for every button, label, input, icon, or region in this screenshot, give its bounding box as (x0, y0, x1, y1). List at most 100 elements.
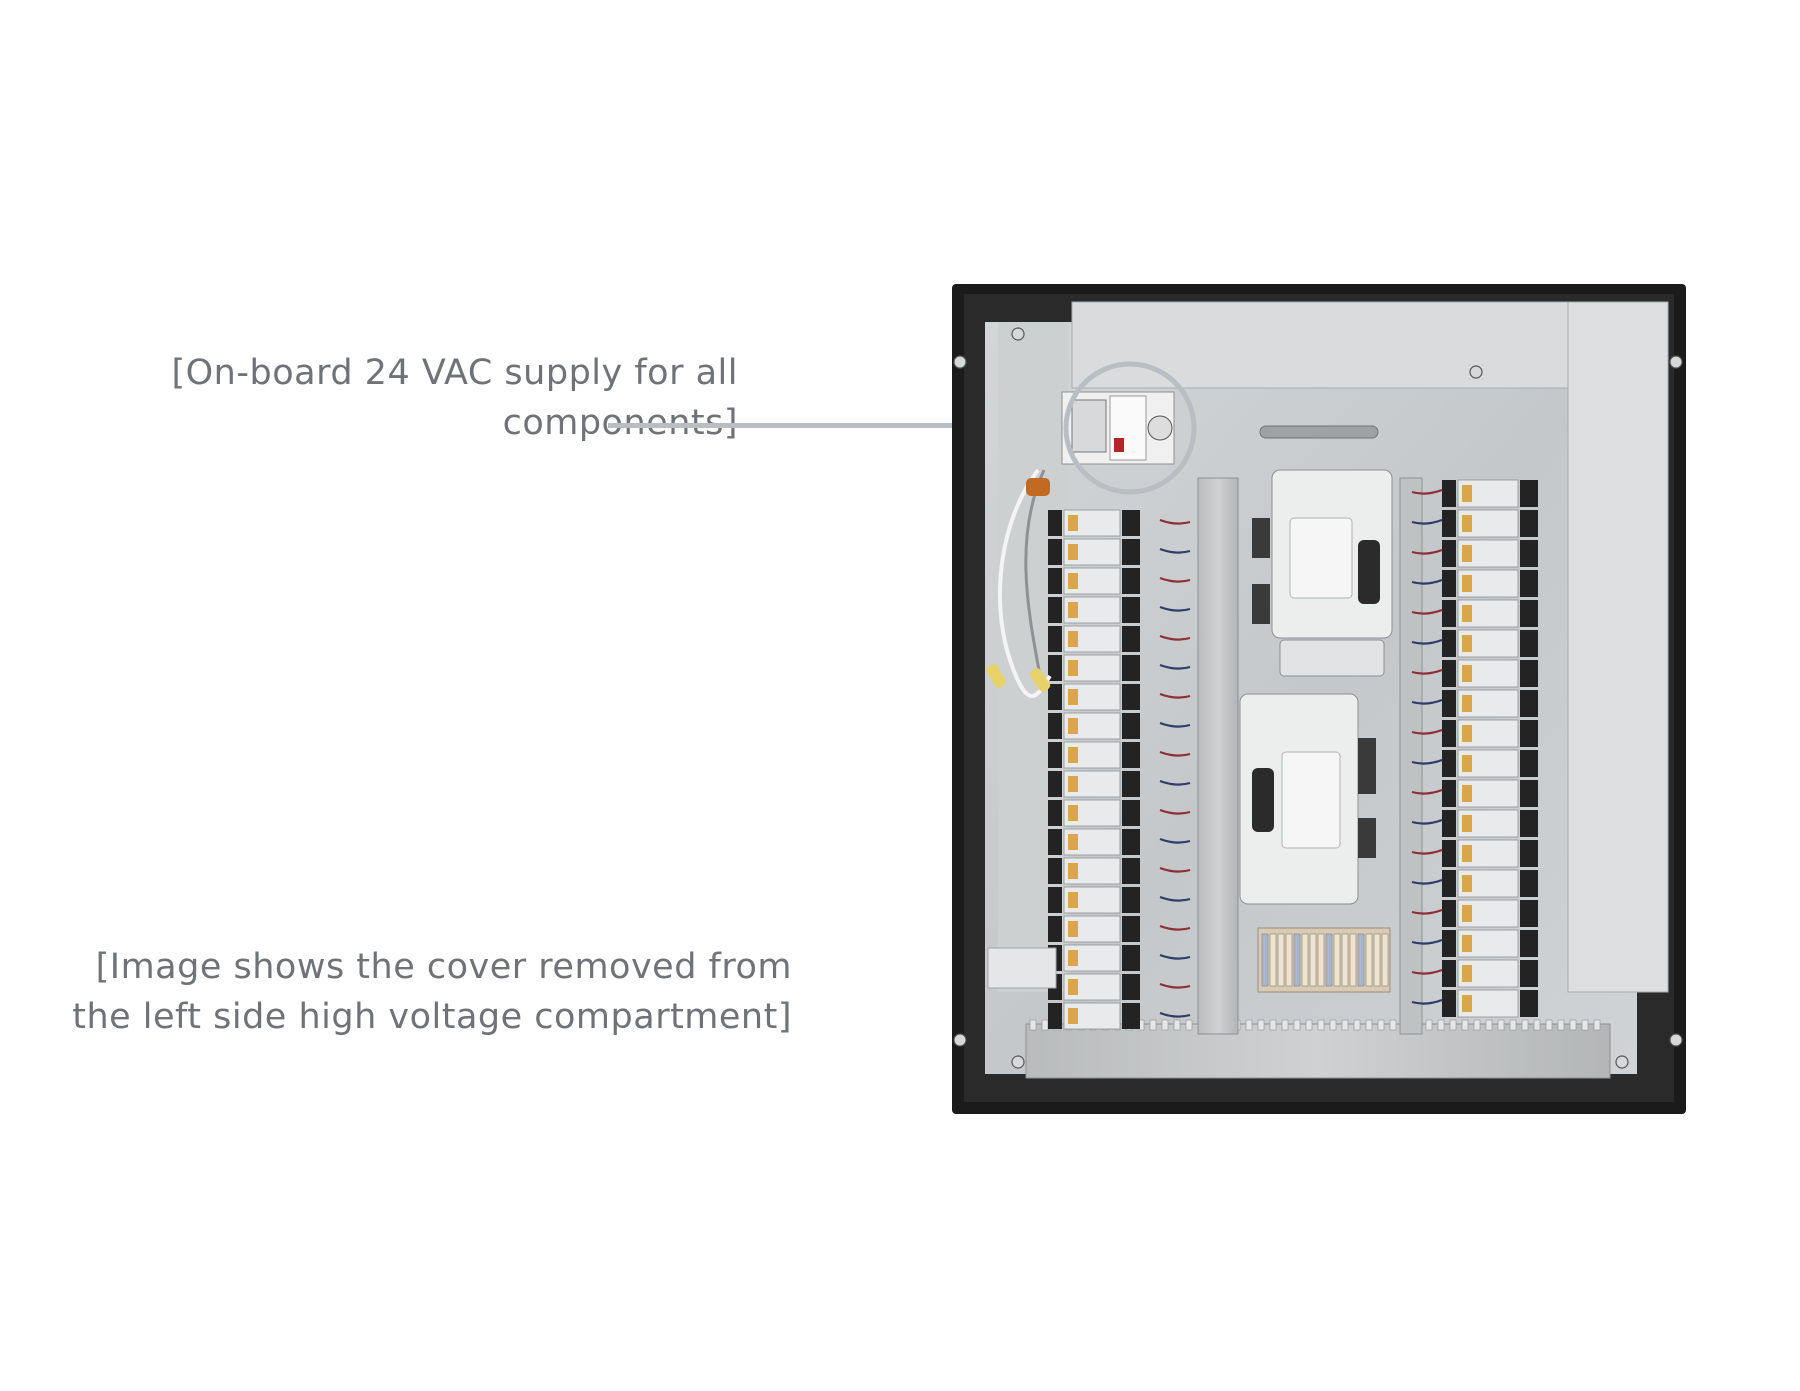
wire (1411, 968, 1443, 975)
top-channel-right-leg (1567, 301, 1669, 993)
wireway-tooth (1389, 1019, 1397, 1031)
wire (1411, 758, 1443, 765)
terminal (1357, 933, 1365, 987)
terminal (1317, 933, 1325, 987)
relay-wiring-left (1159, 518, 1191, 1018)
wire (1159, 808, 1191, 815)
wire (1411, 818, 1443, 825)
wire (1411, 488, 1443, 495)
wireway-tooth (1341, 1019, 1349, 1031)
relay (1442, 689, 1538, 718)
relay (1442, 569, 1538, 598)
wire (1411, 548, 1443, 555)
terminal (1309, 933, 1317, 987)
wire (1159, 982, 1191, 989)
terminal (1325, 933, 1333, 987)
terminal (1293, 933, 1301, 987)
screw (1669, 1033, 1683, 1047)
wireway-tooth (1581, 1019, 1589, 1031)
relay (1048, 886, 1140, 914)
wireway-tooth (1293, 1019, 1301, 1031)
wire (1411, 668, 1443, 675)
cover-caption-line-2: the left side high voltage compartment] (72, 997, 792, 1037)
bottom-wireway-teeth (1029, 1019, 1601, 1031)
right-wireway (1399, 477, 1423, 1035)
controller-module-lower (1239, 693, 1376, 905)
wireway-tooth (1533, 1019, 1541, 1031)
wireway-tooth (1485, 1019, 1493, 1031)
relay (1048, 915, 1140, 943)
wireway-tooth (1545, 1019, 1553, 1031)
relay (1442, 749, 1538, 778)
relay (1442, 869, 1538, 898)
wire (1159, 1011, 1191, 1018)
relay (1048, 712, 1140, 740)
terminal (1349, 933, 1357, 987)
mounting-slot (1259, 425, 1379, 439)
wireway-tooth (1041, 1019, 1049, 1031)
callout-circle (1063, 361, 1197, 495)
wireway-tooth (1281, 1019, 1289, 1031)
wireway-tooth (1377, 1019, 1385, 1031)
wire (1159, 837, 1191, 844)
wireway-tooth (1149, 1019, 1157, 1031)
bracket-bottom-left (987, 947, 1057, 989)
wireway-tooth (1557, 1019, 1565, 1031)
cover-caption: [Image shows the cover removed from the … (72, 942, 792, 1042)
wireway-tooth (1173, 1019, 1181, 1031)
wireway-tooth (1449, 1019, 1457, 1031)
relay (1048, 973, 1140, 1001)
screw (1469, 365, 1483, 379)
wire (1159, 895, 1191, 902)
relay (1442, 959, 1538, 988)
terminal (1301, 933, 1309, 987)
relay (1048, 944, 1140, 972)
relay (1048, 741, 1140, 769)
relay (1048, 625, 1140, 653)
wireway-tooth (1305, 1019, 1313, 1031)
terminal-block (1257, 927, 1391, 993)
relay (1442, 599, 1538, 628)
relay (1442, 989, 1538, 1018)
wire (1159, 750, 1191, 757)
wire (1159, 605, 1191, 612)
top-channel (1071, 301, 1569, 389)
wireway-tooth (1269, 1019, 1277, 1031)
wireway-tooth (1353, 1019, 1361, 1031)
wire (1159, 576, 1191, 583)
wire (1159, 779, 1191, 786)
relay (1442, 899, 1538, 928)
relay (1048, 538, 1140, 566)
pigtail-wire-white (997, 468, 1052, 698)
screw (1011, 1055, 1025, 1069)
relay (1048, 799, 1140, 827)
cover-caption-line-1: [Image shows the cover removed from (95, 947, 792, 987)
relay (1048, 654, 1140, 682)
callout-line (608, 423, 998, 428)
screw (953, 1033, 967, 1047)
wireway-tooth (1425, 1019, 1433, 1031)
relay (1048, 828, 1140, 856)
wire (1159, 953, 1191, 960)
wireway-tooth (1257, 1019, 1265, 1031)
terminal (1333, 933, 1341, 987)
wire (1411, 998, 1443, 1005)
screw (1011, 327, 1025, 341)
wire (1411, 908, 1443, 915)
wire (1411, 698, 1443, 705)
wire (1159, 547, 1191, 554)
wireway-tooth (1521, 1019, 1529, 1031)
wireway-tooth (1473, 1019, 1481, 1031)
wire (1411, 878, 1443, 885)
wire (1159, 692, 1191, 699)
relay (1048, 509, 1140, 537)
relay-bank-left (1048, 509, 1140, 1030)
relay (1442, 659, 1538, 688)
wire (1411, 788, 1443, 795)
relay-wiring-right (1411, 488, 1443, 1005)
screw (953, 355, 967, 369)
wireway-tooth (1509, 1019, 1517, 1031)
terminal (1269, 933, 1277, 987)
relay (1442, 509, 1538, 538)
screw (1615, 1055, 1629, 1069)
